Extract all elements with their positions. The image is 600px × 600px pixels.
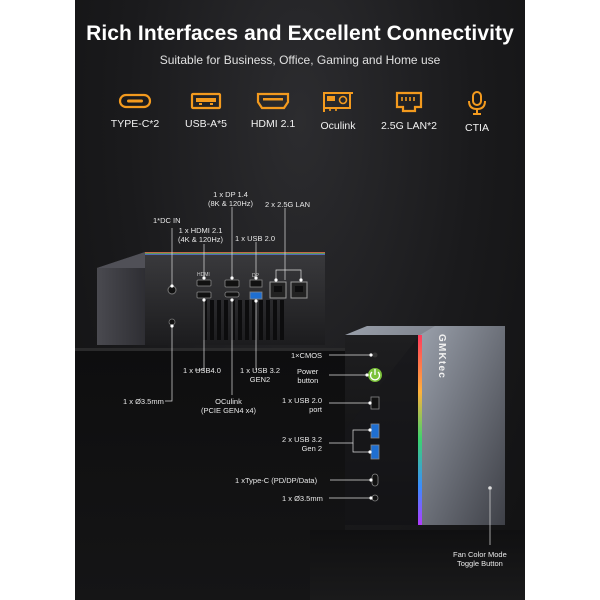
pedestal-right — [310, 530, 525, 600]
feature-label: USB-A*5 — [184, 118, 227, 130]
microphone-icon — [468, 91, 486, 115]
label-audio-front: 1 x Ø3.5mm — [282, 494, 323, 503]
feature-label: 2.5G LAN*2 — [380, 120, 438, 132]
label-dp: 1 x DP 1.4(8K & 120Hz) — [208, 190, 254, 208]
label-oculink: OCulink(PCIE GEN4 x4) — [201, 397, 257, 415]
pedestal-edge — [75, 348, 345, 351]
label-dc-in: 1*DC IN — [153, 216, 181, 225]
product-illustration: GMKtec HDMI DP — [97, 207, 505, 545]
feature-typec: TYPE-C*2 — [97, 90, 173, 130]
feature-oculink: Oculink — [300, 90, 376, 132]
lan-icon — [395, 91, 423, 113]
hdmi-icon — [256, 92, 290, 110]
back-view-unit — [97, 252, 325, 345]
label-cmos: 1×CMOS — [291, 351, 323, 360]
label-lan: 2 x 2.5G LAN — [265, 200, 311, 209]
feature-label: TYPE-C*2 — [110, 118, 160, 130]
front-view-unit — [345, 326, 505, 525]
logo-text: GMKtec — [436, 334, 447, 379]
usb-a-icon — [190, 92, 222, 110]
feature-lan: 2.5G LAN*2 — [371, 90, 447, 132]
feature-usba: USB-A*5 — [168, 90, 244, 130]
pedestal-left — [75, 350, 345, 600]
usb-c-icon — [118, 93, 152, 109]
hdmi-mark: HDMI — [197, 272, 210, 278]
label-usb4: 1 x USB4.0 — [183, 366, 221, 375]
label-hdmi: 1 x HDMI 2.1(4K & 120Hz) — [178, 226, 224, 244]
feature-label: CTIA — [465, 122, 489, 134]
oculink-icon — [323, 92, 353, 112]
page-title: Rich Interfaces and Excellent Connectivi… — [86, 22, 514, 45]
label-usb2-back: 1 x USB 2.0 — [235, 234, 276, 243]
label-typec: 1 xType-C (PD/DP/Data) — [235, 476, 318, 485]
feature-label: HDMI 2.1 — [250, 118, 296, 130]
label-audio-back: 1 x Ø3.5mm — [123, 397, 164, 406]
page-subtitle: Suitable for Business, Office, Gaming an… — [159, 53, 441, 67]
dp-mark: DP — [252, 273, 260, 279]
feature-label: Oculink — [320, 120, 356, 132]
feature-ctia: CTIA — [439, 90, 515, 134]
product-banner: Rich Interfaces and Excellent Connectivi… — [75, 0, 525, 600]
feature-hdmi: HDMI 2.1 — [235, 90, 311, 130]
